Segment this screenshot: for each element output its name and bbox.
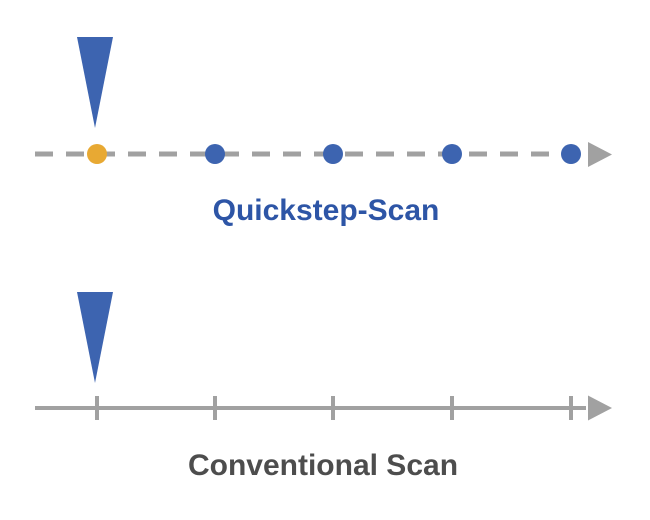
quickstep-scan-point [561, 144, 581, 164]
probe-marker-icon [77, 37, 113, 128]
quickstep-current-point [87, 144, 107, 164]
quickstep-scan-section: Quickstep-Scan [35, 37, 612, 227]
quickstep-scan-point [442, 144, 462, 164]
conventional-scan-section: Conventional Scan [35, 292, 612, 482]
conventional-axis-arrowhead-icon [588, 395, 612, 421]
quickstep-scan-point [323, 144, 343, 164]
probe-marker-icon [77, 292, 113, 383]
quickstep-scan-point [205, 144, 225, 164]
conventional-scan-label: Conventional Scan [188, 449, 458, 482]
quickstep-axis-arrowhead-icon [588, 142, 612, 167]
quickstep-scan-label: Quickstep-Scan [213, 194, 440, 227]
